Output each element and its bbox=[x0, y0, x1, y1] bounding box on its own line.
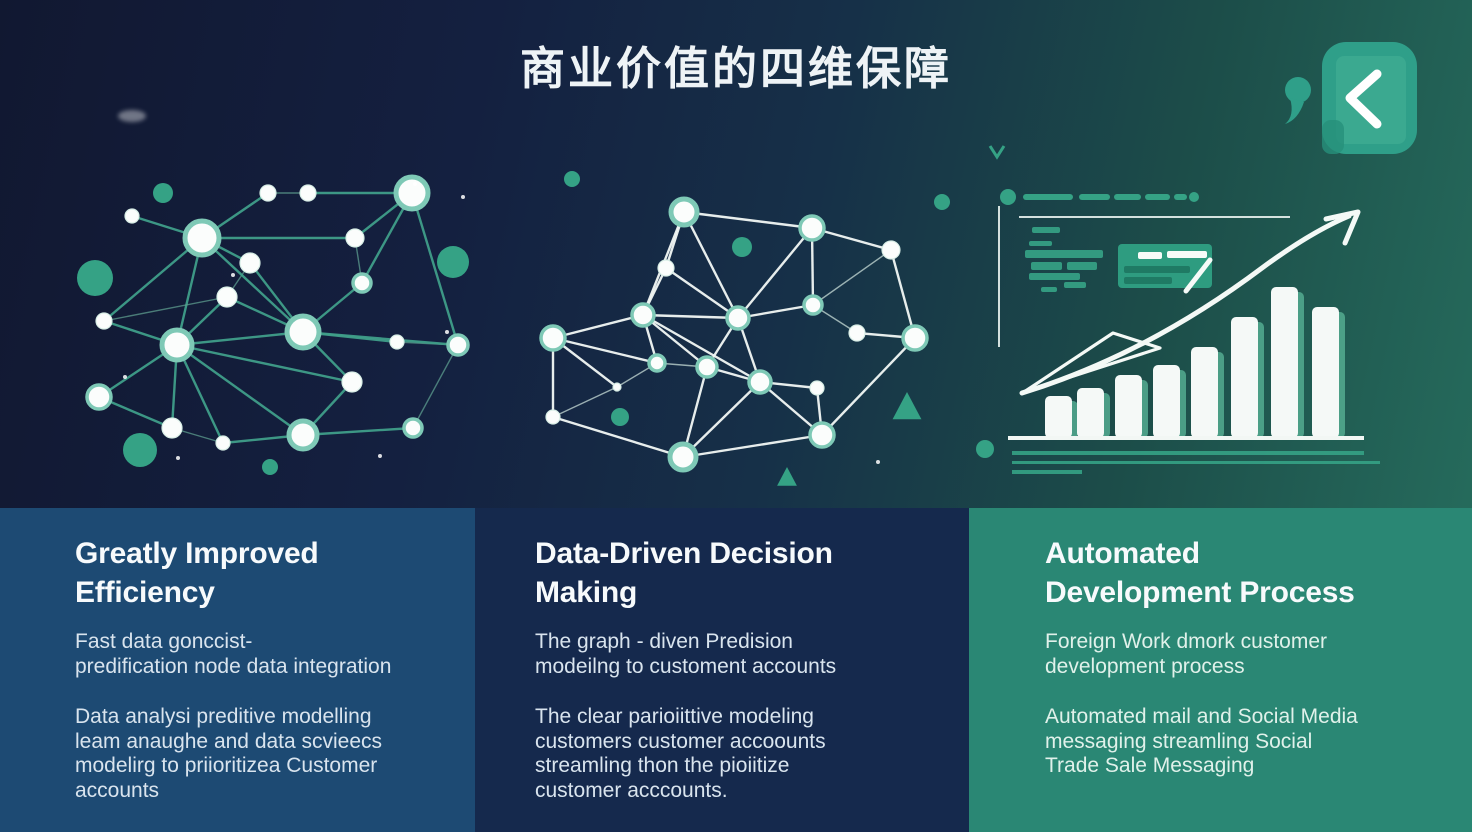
chart-bar bbox=[1115, 375, 1142, 438]
network-graph-left bbox=[77, 174, 470, 475]
network-node bbox=[446, 333, 470, 357]
slide-title: 商业价值的四维保障 bbox=[519, 43, 952, 94]
network-node bbox=[798, 214, 826, 242]
network-node bbox=[901, 324, 929, 352]
network-node bbox=[667, 441, 699, 473]
card-decision-paragraph-2: The clear parioiittive modeling customer… bbox=[535, 705, 826, 802]
network-node bbox=[299, 184, 317, 202]
network-node bbox=[351, 272, 373, 294]
teal-dot bbox=[77, 260, 113, 296]
network-node bbox=[95, 312, 113, 330]
chevron-down-icon bbox=[988, 145, 1006, 160]
chart-bar bbox=[1191, 347, 1218, 438]
teal-dot bbox=[123, 433, 157, 467]
network-node bbox=[215, 435, 231, 451]
card-decision-making: Data-Driven Decision Making The graph - … bbox=[475, 508, 969, 832]
comma-bubble-icon bbox=[1285, 77, 1311, 103]
network-node bbox=[259, 184, 277, 202]
network-node bbox=[647, 353, 667, 373]
arrow-head-icon bbox=[1323, 209, 1361, 246]
axis-vertical bbox=[998, 206, 1000, 347]
card-automated-process: Automated Development Process Foreign Wo… bbox=[969, 508, 1472, 832]
teal-dot bbox=[934, 194, 950, 210]
card-automated-paragraph-2: Automated mail and Social Media messagin… bbox=[1045, 705, 1358, 778]
chevron-left-icon bbox=[1345, 69, 1382, 129]
network-node bbox=[161, 417, 183, 439]
network-node bbox=[881, 240, 901, 260]
card-automated-paragraph-1: Foreign Work dmork customer development … bbox=[1045, 630, 1328, 678]
network-node bbox=[239, 252, 261, 274]
network-node bbox=[85, 383, 113, 411]
network-node bbox=[725, 305, 751, 331]
teal-dot bbox=[732, 237, 752, 257]
card-decision-paragraph-1: The graph - diven Predision modeilng to … bbox=[535, 630, 837, 678]
brand-logo-graphic bbox=[1285, 42, 1417, 154]
growth-bar-chart bbox=[976, 145, 1380, 474]
chart-bar bbox=[1153, 365, 1180, 438]
network-node bbox=[216, 286, 238, 308]
card-efficiency-paragraph-1: Fast data gonccist- predification node d… bbox=[75, 630, 392, 678]
network-node bbox=[808, 421, 836, 449]
card-decision-heading: Data-Driven Decision Making bbox=[535, 537, 833, 609]
network-node bbox=[802, 294, 824, 316]
card-efficiency: Greatly Improved Efficiency Fast data go… bbox=[0, 508, 475, 832]
chart-bar bbox=[1231, 317, 1258, 438]
network-node bbox=[657, 259, 675, 277]
network-node bbox=[393, 174, 431, 212]
teal-triangle bbox=[777, 467, 797, 486]
teal-dot bbox=[611, 408, 629, 426]
bottom-cards: Greatly Improved Efficiency Fast data go… bbox=[0, 508, 1472, 832]
chart-bar bbox=[1045, 396, 1072, 438]
network-node bbox=[345, 228, 365, 248]
network-node bbox=[747, 369, 773, 395]
chart-bar bbox=[1077, 388, 1104, 438]
teal-dot bbox=[564, 171, 580, 187]
network-node bbox=[809, 380, 825, 396]
network-node bbox=[539, 324, 567, 352]
card-efficiency-paragraph-2: Data analysi preditive modelling leam an… bbox=[75, 705, 383, 802]
teal-dot bbox=[437, 246, 469, 278]
network-node bbox=[284, 313, 322, 351]
network-node bbox=[182, 218, 222, 258]
card-automated-heading: Automated Development Process bbox=[1045, 537, 1355, 609]
chart-bar bbox=[1271, 287, 1298, 438]
teal-dot bbox=[262, 459, 278, 475]
network-node bbox=[848, 324, 866, 342]
network-node bbox=[286, 418, 320, 452]
teal-dot bbox=[153, 183, 173, 203]
illustration-canvas bbox=[77, 145, 1380, 486]
background-smudge bbox=[118, 110, 146, 122]
network-node bbox=[612, 382, 622, 392]
network-node bbox=[389, 334, 405, 350]
network-node bbox=[630, 302, 656, 328]
network-node bbox=[545, 409, 561, 425]
axis-horizontal bbox=[1019, 216, 1290, 218]
growth-arrow bbox=[1019, 213, 1352, 396]
network-node bbox=[159, 327, 195, 363]
network-node bbox=[124, 208, 140, 224]
card-efficiency-heading: Greatly Improved Efficiency bbox=[75, 537, 319, 609]
brand-logo bbox=[1280, 40, 1430, 170]
network-node bbox=[668, 196, 700, 228]
network-node bbox=[341, 371, 363, 393]
network-node bbox=[402, 417, 424, 439]
teal-triangle bbox=[892, 392, 922, 420]
network-node bbox=[695, 355, 719, 379]
chart-bar bbox=[1312, 307, 1339, 438]
network-graph-middle bbox=[539, 171, 950, 486]
